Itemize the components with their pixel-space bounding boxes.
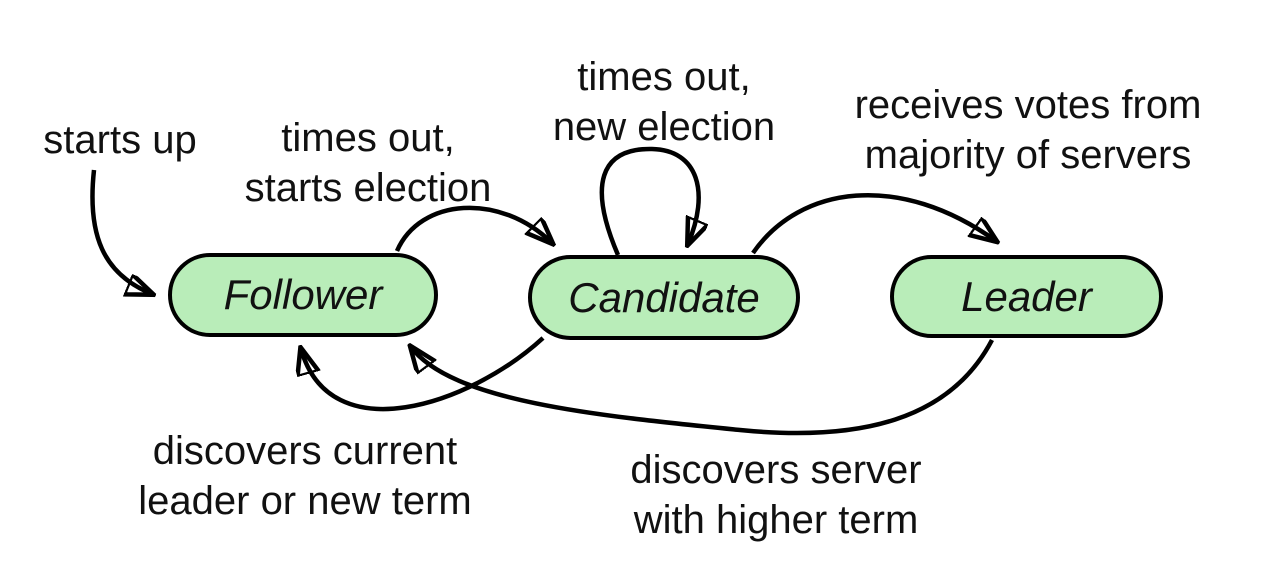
label-line: with higher term — [633, 498, 919, 542]
label-starts-up: starts up — [43, 115, 196, 165]
label-times-out-new-election: times out, new election — [553, 52, 775, 152]
label-receives-votes: receives votes from majority of servers — [855, 80, 1202, 180]
label-line: leader or new term — [138, 479, 472, 523]
state-leader: Leader — [890, 255, 1163, 338]
label-line: discovers server — [630, 448, 922, 492]
label-line: discovers current — [152, 429, 458, 473]
arrow-starts-up — [90, 169, 152, 294]
label-times-out-starts-election: times out, starts election — [245, 113, 492, 213]
state-follower-label: Follower — [223, 271, 383, 318]
state-leader-label: Leader — [961, 272, 1092, 320]
label-line: times out, — [281, 116, 455, 160]
label-discovers-current-leader: discovers current leader or new term — [138, 426, 471, 526]
arrow-candidate-to-leader — [751, 192, 996, 255]
label-line: majority of servers — [864, 133, 1192, 177]
state-candidate: Candidate — [528, 255, 800, 340]
state-candidate-label: Candidate — [568, 273, 760, 321]
arrow-candidate-to-follower — [301, 336, 545, 412]
arrow-candidate-self-loop — [599, 146, 699, 256]
label-line: times out, — [577, 55, 751, 99]
label-line: starts up — [43, 118, 197, 162]
label-line: new election — [552, 105, 776, 149]
label-line: receives votes from — [854, 83, 1202, 127]
label-discovers-server-higher-term: discovers server with higher term — [630, 445, 921, 545]
arrow-leader-to-follower — [411, 338, 994, 436]
label-line: starts election — [244, 166, 492, 210]
state-follower: Follower — [168, 253, 438, 337]
arrow-follower-to-candidate — [394, 205, 552, 252]
